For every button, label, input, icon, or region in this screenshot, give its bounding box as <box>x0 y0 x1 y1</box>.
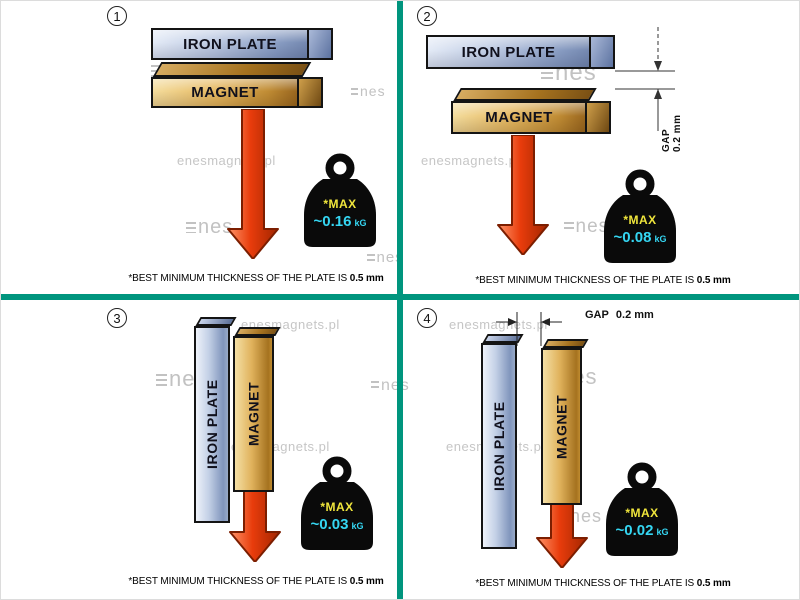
magnet-top-face <box>152 62 312 77</box>
max-force-value: ~0.16 kG <box>297 213 383 230</box>
magnet-label: MAGNET <box>453 103 585 132</box>
magnet-end-cap <box>585 103 609 132</box>
iron-plate-label: IRON PLATE <box>428 37 589 67</box>
kettlebell-shape <box>606 462 678 556</box>
enes-logo-lines-icon <box>371 381 379 390</box>
max-label: *MAX <box>623 213 657 227</box>
enes-logo-lines-icon <box>564 221 574 232</box>
panel-3-vertical-touching: 3 IRON PLATE MAGNET *MAX ~0.03 kG *BEST … <box>1 300 397 599</box>
max-label: *MAX <box>323 197 357 211</box>
max-force-value: ~0.08 kG <box>597 229 683 246</box>
weight-icon: *MAX ~0.03 kG <box>294 456 380 556</box>
enes-logo-watermark: nes <box>564 216 609 238</box>
weight-icon: *MAX ~0.02 kG <box>599 462 685 562</box>
enes-logo-watermark: nes <box>367 249 404 266</box>
panel-number-badge: 1 <box>107 6 127 26</box>
gap-value: 0.2 mm <box>615 309 654 321</box>
gap-annotation: GAP 0.2 mm <box>585 309 658 321</box>
enes-logo-lines-icon <box>156 373 167 386</box>
force-unit: kG <box>656 527 669 537</box>
pull-force-arrow <box>227 109 279 259</box>
enes-logo-watermark: nes <box>351 83 386 99</box>
vertical-divider <box>397 1 403 599</box>
enes-logo-text: nes <box>360 83 386 99</box>
force-number: ~0.08 <box>613 229 652 246</box>
force-number: ~0.03 <box>310 516 349 533</box>
caption-bold-value: 0.5 mm <box>696 578 731 589</box>
panel-number-badge: 2 <box>417 6 437 26</box>
enes-logo-text: nes <box>376 249 404 266</box>
weight-icon: *MAX ~0.08 kG <box>597 169 683 269</box>
force-unit: kG <box>654 234 667 244</box>
footnote-caption: *BEST MINIMUM THICKNESS OF THE PLATE IS … <box>423 275 783 286</box>
iron-plate: IRON PLATE <box>426 35 615 69</box>
panel-2-plate-with-gap: 2 IRON PLATE GAP 0.2 mm MAGNET <box>403 1 799 294</box>
magnet-label: MAGNET <box>153 79 297 106</box>
enes-logo-lines-icon <box>351 88 358 96</box>
panel-1-plate-on-magnet: 1 IRON PLATE MAGNET *MAX ~0.16 kG *BEST … <box>1 1 397 294</box>
iron-plate: IRON PLATE <box>194 326 230 523</box>
magnet: MAGNET <box>151 77 323 108</box>
caption-bold-value: 0.5 mm <box>696 275 731 286</box>
enes-logo-lines-icon <box>367 253 375 262</box>
max-force-value: ~0.02 kG <box>599 522 685 539</box>
iron-plate-label: IRON PLATE <box>491 401 507 491</box>
magnet: MAGNET <box>233 336 274 492</box>
weight-icon: *MAX ~0.16 kG <box>297 153 383 253</box>
enes-logo-text: nes <box>575 216 610 237</box>
enes-logo-watermark: nes <box>186 216 233 239</box>
kettlebell-shape <box>301 456 373 550</box>
plate-end-cap <box>307 30 331 58</box>
kettlebell-shape <box>304 153 376 247</box>
magnet-label: MAGNET <box>245 381 262 447</box>
force-unit: kG <box>354 218 367 228</box>
iron-plate-label: IRON PLATE <box>204 379 220 470</box>
magnet-top-face <box>453 88 597 101</box>
force-number: ~0.02 <box>615 522 654 539</box>
magnet-top-face <box>234 327 281 336</box>
caption-text: *BEST MINIMUM THICKNESS OF THE PLATE IS <box>475 275 695 286</box>
panel-4-vertical-with-gap: 4 GAP 0.2 mm IRON PLATE MAGNET <box>403 300 799 599</box>
plate-top-face <box>195 317 237 326</box>
caption-text: *BEST MINIMUM THICKNESS OF THE PLATE IS <box>128 273 348 284</box>
iron-plate: IRON PLATE <box>481 343 517 549</box>
footnote-caption: *BEST MINIMUM THICKNESS OF THE PLATE IS … <box>101 273 411 284</box>
enes-logo-lines-icon <box>186 222 196 233</box>
force-unit: kG <box>351 521 364 531</box>
magnet: MAGNET <box>541 348 582 505</box>
footnote-caption: *BEST MINIMUM THICKNESS OF THE PLATE IS … <box>423 578 783 589</box>
footnote-caption: *BEST MINIMUM THICKNESS OF THE PLATE IS … <box>96 576 416 587</box>
caption-text: *BEST MINIMUM THICKNESS OF THE PLATE IS <box>475 578 695 589</box>
gap-label: GAP <box>585 309 609 321</box>
iron-plate: IRON PLATE <box>151 28 333 60</box>
panel-number-badge: 3 <box>107 308 127 328</box>
site-watermark: enesmagnets.pl <box>449 317 548 332</box>
magnet-end-cap <box>297 79 321 106</box>
pull-force-arrow <box>497 135 549 255</box>
plate-end-cap <box>589 37 613 67</box>
site-watermark: enesmagnets.pl <box>421 153 520 168</box>
iron-plate-label: IRON PLATE <box>153 30 307 58</box>
gap-dimension-lines <box>496 312 562 346</box>
magnet: MAGNET <box>451 101 611 134</box>
kettlebell-shape <box>604 169 676 263</box>
max-force-value: ~0.03 kG <box>294 516 380 533</box>
caption-text: *BEST MINIMUM THICKNESS OF THE PLATE IS <box>128 576 348 587</box>
gap-dimension-lines <box>615 27 675 131</box>
horizontal-divider <box>1 294 799 300</box>
max-label: *MAX <box>625 506 659 520</box>
enes-logo-text: nes <box>570 506 603 526</box>
magnet-label: MAGNET <box>553 394 570 459</box>
enes-logo-text: nes <box>198 216 234 238</box>
max-label: *MAX <box>320 500 354 514</box>
enes-logo-lines-icon <box>541 66 553 80</box>
force-number: ~0.16 <box>313 213 352 230</box>
caption-bold-value: 0.5 mm <box>349 576 384 587</box>
caption-bold-value: 0.5 mm <box>349 273 384 284</box>
panel-number-badge: 4 <box>417 308 437 328</box>
